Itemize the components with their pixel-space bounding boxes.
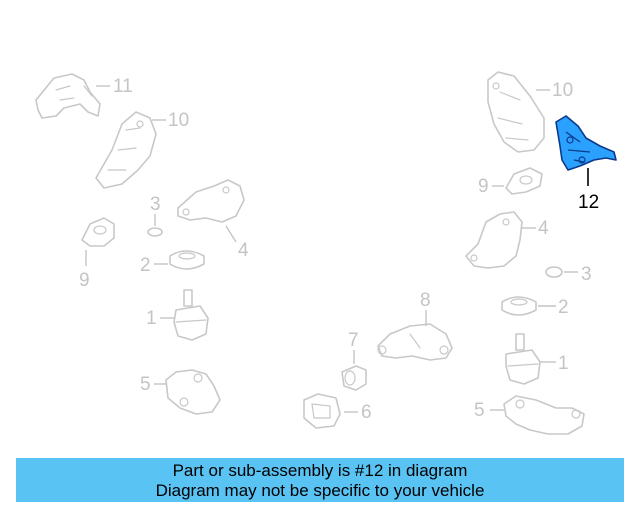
callout-6-center: 6 xyxy=(361,402,372,423)
callout-2-right: 2 xyxy=(558,297,569,318)
info-banner: Part or sub-assembly is #12 in diagram D… xyxy=(16,458,624,502)
callout-9-right: 9 xyxy=(478,176,489,197)
part-5-mount-right xyxy=(503,395,585,435)
part-1-mount-left xyxy=(173,289,209,341)
banner-line-2: Diagram may not be specific to your vehi… xyxy=(155,481,485,500)
callout-10-left: 10 xyxy=(168,110,189,131)
banner-line-1: Part or sub-assembly is #12 in diagram xyxy=(172,461,468,480)
part-7-bushing-center xyxy=(341,365,367,391)
part-3-washer-left xyxy=(147,227,163,237)
part-11-bracket-left xyxy=(35,73,101,119)
callout-1-right: 1 xyxy=(558,353,569,374)
callout-10-right: 10 xyxy=(552,80,573,101)
part-5-mount-left xyxy=(165,369,221,415)
callout-3-right: 3 xyxy=(581,264,592,285)
part-2-cushion-right xyxy=(501,296,537,316)
part-3-washer-right xyxy=(545,266,563,278)
part-1-mount-right xyxy=(505,333,541,385)
part-9-stopper-left xyxy=(81,217,115,247)
callout-3-left: 3 xyxy=(150,194,161,215)
callout-5-left: 5 xyxy=(140,374,151,395)
part-4-bracket-left xyxy=(177,179,245,223)
part-8-bracket-center xyxy=(377,323,453,361)
callout-8-center: 8 xyxy=(420,290,431,311)
callout-1-left: 1 xyxy=(146,308,157,329)
part-9-stopper-right xyxy=(505,167,543,195)
part-2-cushion-left xyxy=(169,250,205,270)
part-12-bracket-highlighted[interactable] xyxy=(555,115,617,171)
callout-9-left: 9 xyxy=(79,270,90,291)
callout-7-center: 7 xyxy=(348,330,359,351)
part-4-bracket-right xyxy=(465,211,523,269)
callout-5-right: 5 xyxy=(474,400,485,421)
callout-4-left: 4 xyxy=(238,240,249,261)
callout-2-left: 2 xyxy=(140,255,151,276)
part-10-bracket-right xyxy=(487,71,545,153)
part-6-insulator-center xyxy=(303,393,341,429)
callout-4-right: 4 xyxy=(538,218,549,239)
callout-11-left: 11 xyxy=(113,76,133,97)
part-10-bracket-left xyxy=(95,111,157,189)
callout-12-highlighted: 12 xyxy=(578,192,599,213)
